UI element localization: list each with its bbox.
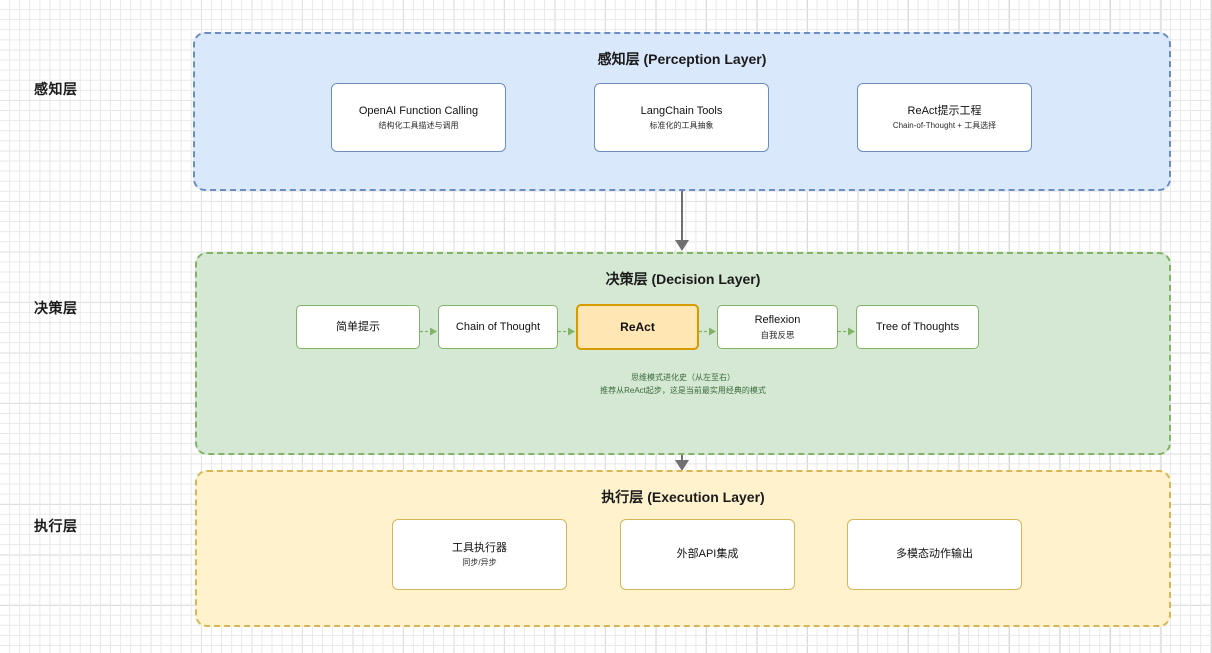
arrow-decision-to-execution-icon — [675, 455, 689, 472]
node-tool-executor[interactable]: 工具执行器 同步/异步 — [392, 519, 567, 590]
node-external-api-integration[interactable]: 外部API集成 — [620, 519, 795, 590]
node-openai-function-calling[interactable]: OpenAI Function Calling 结构化工具描述与调用 — [331, 83, 506, 152]
perception-layer-title: 感知层 (Perception Layer) — [597, 51, 767, 67]
arrow-shaft — [681, 191, 683, 242]
arrow-head — [675, 240, 689, 251]
node-title: 工具执行器 — [452, 541, 507, 554]
node-title: ReAct提示工程 — [907, 104, 982, 117]
node-chain-of-thought[interactable]: Chain of Thought — [438, 305, 558, 349]
node-subtitle: 自我反思 — [760, 329, 795, 340]
node-react-prompt-engineering[interactable]: ReAct提示工程 Chain-of-Thought + 工具选择 — [857, 83, 1032, 152]
arrow-head — [675, 460, 689, 471]
node-title: Reflexion — [754, 313, 801, 326]
node-subtitle: 标准化的工具抽象 — [649, 120, 714, 130]
node-title: Chain of Thought — [455, 320, 541, 333]
row-label-execution: 执行层 — [34, 518, 78, 534]
row-label-perception: 感知层 — [34, 81, 78, 97]
row-label-decision: 决策层 — [34, 300, 78, 316]
node-tree-of-thoughts[interactable]: Tree of Thoughts — [856, 305, 979, 349]
caption-line-1: 思维模式进化史（从左至右） — [631, 373, 735, 382]
arrow-react-to-reflexion-icon — [699, 323, 717, 336]
decision-layer-container: 决策层 (Decision Layer) — [195, 252, 1171, 455]
node-reflexion[interactable]: Reflexion 自我反思 — [717, 305, 838, 349]
arrow-shaft — [681, 455, 683, 461]
node-title: 外部API集成 — [676, 548, 739, 561]
node-title: ReAct — [620, 319, 655, 334]
arrow-simple-prompt-to-cot-icon — [420, 323, 438, 336]
caption-line-2: 推荐从ReAct起步，这是当前最实用经典的模式 — [600, 385, 766, 395]
node-title: 多模态动作输出 — [896, 548, 973, 561]
node-react-highlighted[interactable]: ReAct — [576, 304, 699, 350]
node-subtitle: Chain-of-Thought + 工具选择 — [892, 120, 997, 130]
execution-layer-title: 执行层 (Execution Layer) — [601, 489, 765, 505]
node-subtitle: 同步/异步 — [462, 557, 497, 567]
decision-layer-caption: 思维模式进化史（从左至右） 推荐从ReAct起步，这是当前最实用经典的模式 — [195, 372, 1171, 398]
node-multimodal-action-output[interactable]: 多模态动作输出 — [847, 519, 1022, 590]
decision-layer-title: 决策层 (Decision Layer) — [605, 271, 761, 287]
node-title: OpenAI Function Calling — [358, 104, 479, 117]
arrow-cot-to-react-icon — [558, 323, 576, 336]
node-langchain-tools[interactable]: LangChain Tools 标准化的工具抽象 — [594, 83, 769, 152]
node-title: 简单提示 — [336, 320, 380, 333]
arrow-reflexion-to-tot-icon — [838, 323, 856, 336]
node-subtitle: 结构化工具描述与调用 — [378, 120, 459, 130]
node-title: Tree of Thoughts — [875, 320, 960, 333]
node-simple-prompt[interactable]: 简单提示 — [296, 305, 420, 349]
arrow-perception-to-decision-icon — [675, 191, 689, 252]
node-title: LangChain Tools — [640, 104, 723, 117]
